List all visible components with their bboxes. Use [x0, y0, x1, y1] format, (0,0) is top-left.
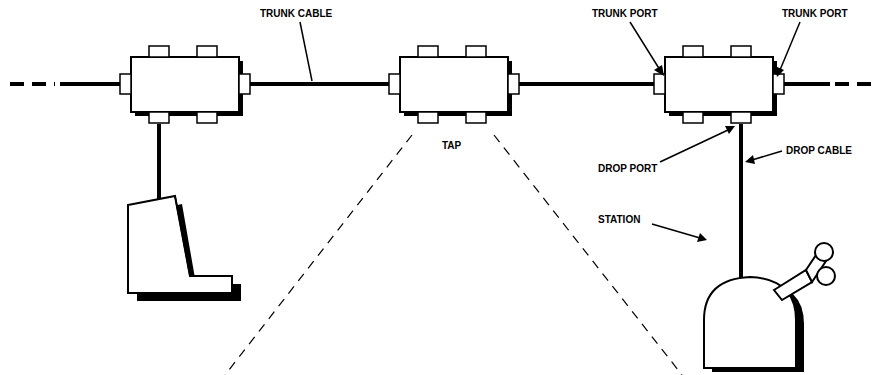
- tap-box: [389, 46, 519, 123]
- drop-cable: [157, 124, 161, 205]
- tap-box: [120, 46, 250, 123]
- port-label: DROP PORT: [596, 163, 659, 175]
- tap-label: TAP: [440, 140, 463, 152]
- port-label: TRUNK PORT: [780, 8, 850, 20]
- leader-arrow: [630, 22, 664, 76]
- cable-label: DROP CABLE: [784, 145, 854, 157]
- terminal-station: [128, 196, 241, 301]
- leader-arrow: [660, 126, 735, 162]
- leader-line: [300, 22, 312, 81]
- robot-station: [704, 243, 835, 372]
- tap-box: [654, 46, 784, 123]
- zoom-line: [494, 135, 682, 375]
- port-label: TRUNK PORT: [590, 8, 660, 20]
- leader-arrow: [745, 151, 782, 164]
- leader-arrow: [775, 22, 800, 77]
- leader-arrow: [652, 224, 707, 242]
- cable-label: TRUNK CABLE: [258, 8, 334, 20]
- trunk-cable-end: [835, 82, 875, 86]
- drop-cable: [739, 124, 743, 278]
- zoom-line: [225, 135, 412, 375]
- station-label: STATION: [596, 214, 642, 226]
- trunk-cable-end: [10, 82, 55, 86]
